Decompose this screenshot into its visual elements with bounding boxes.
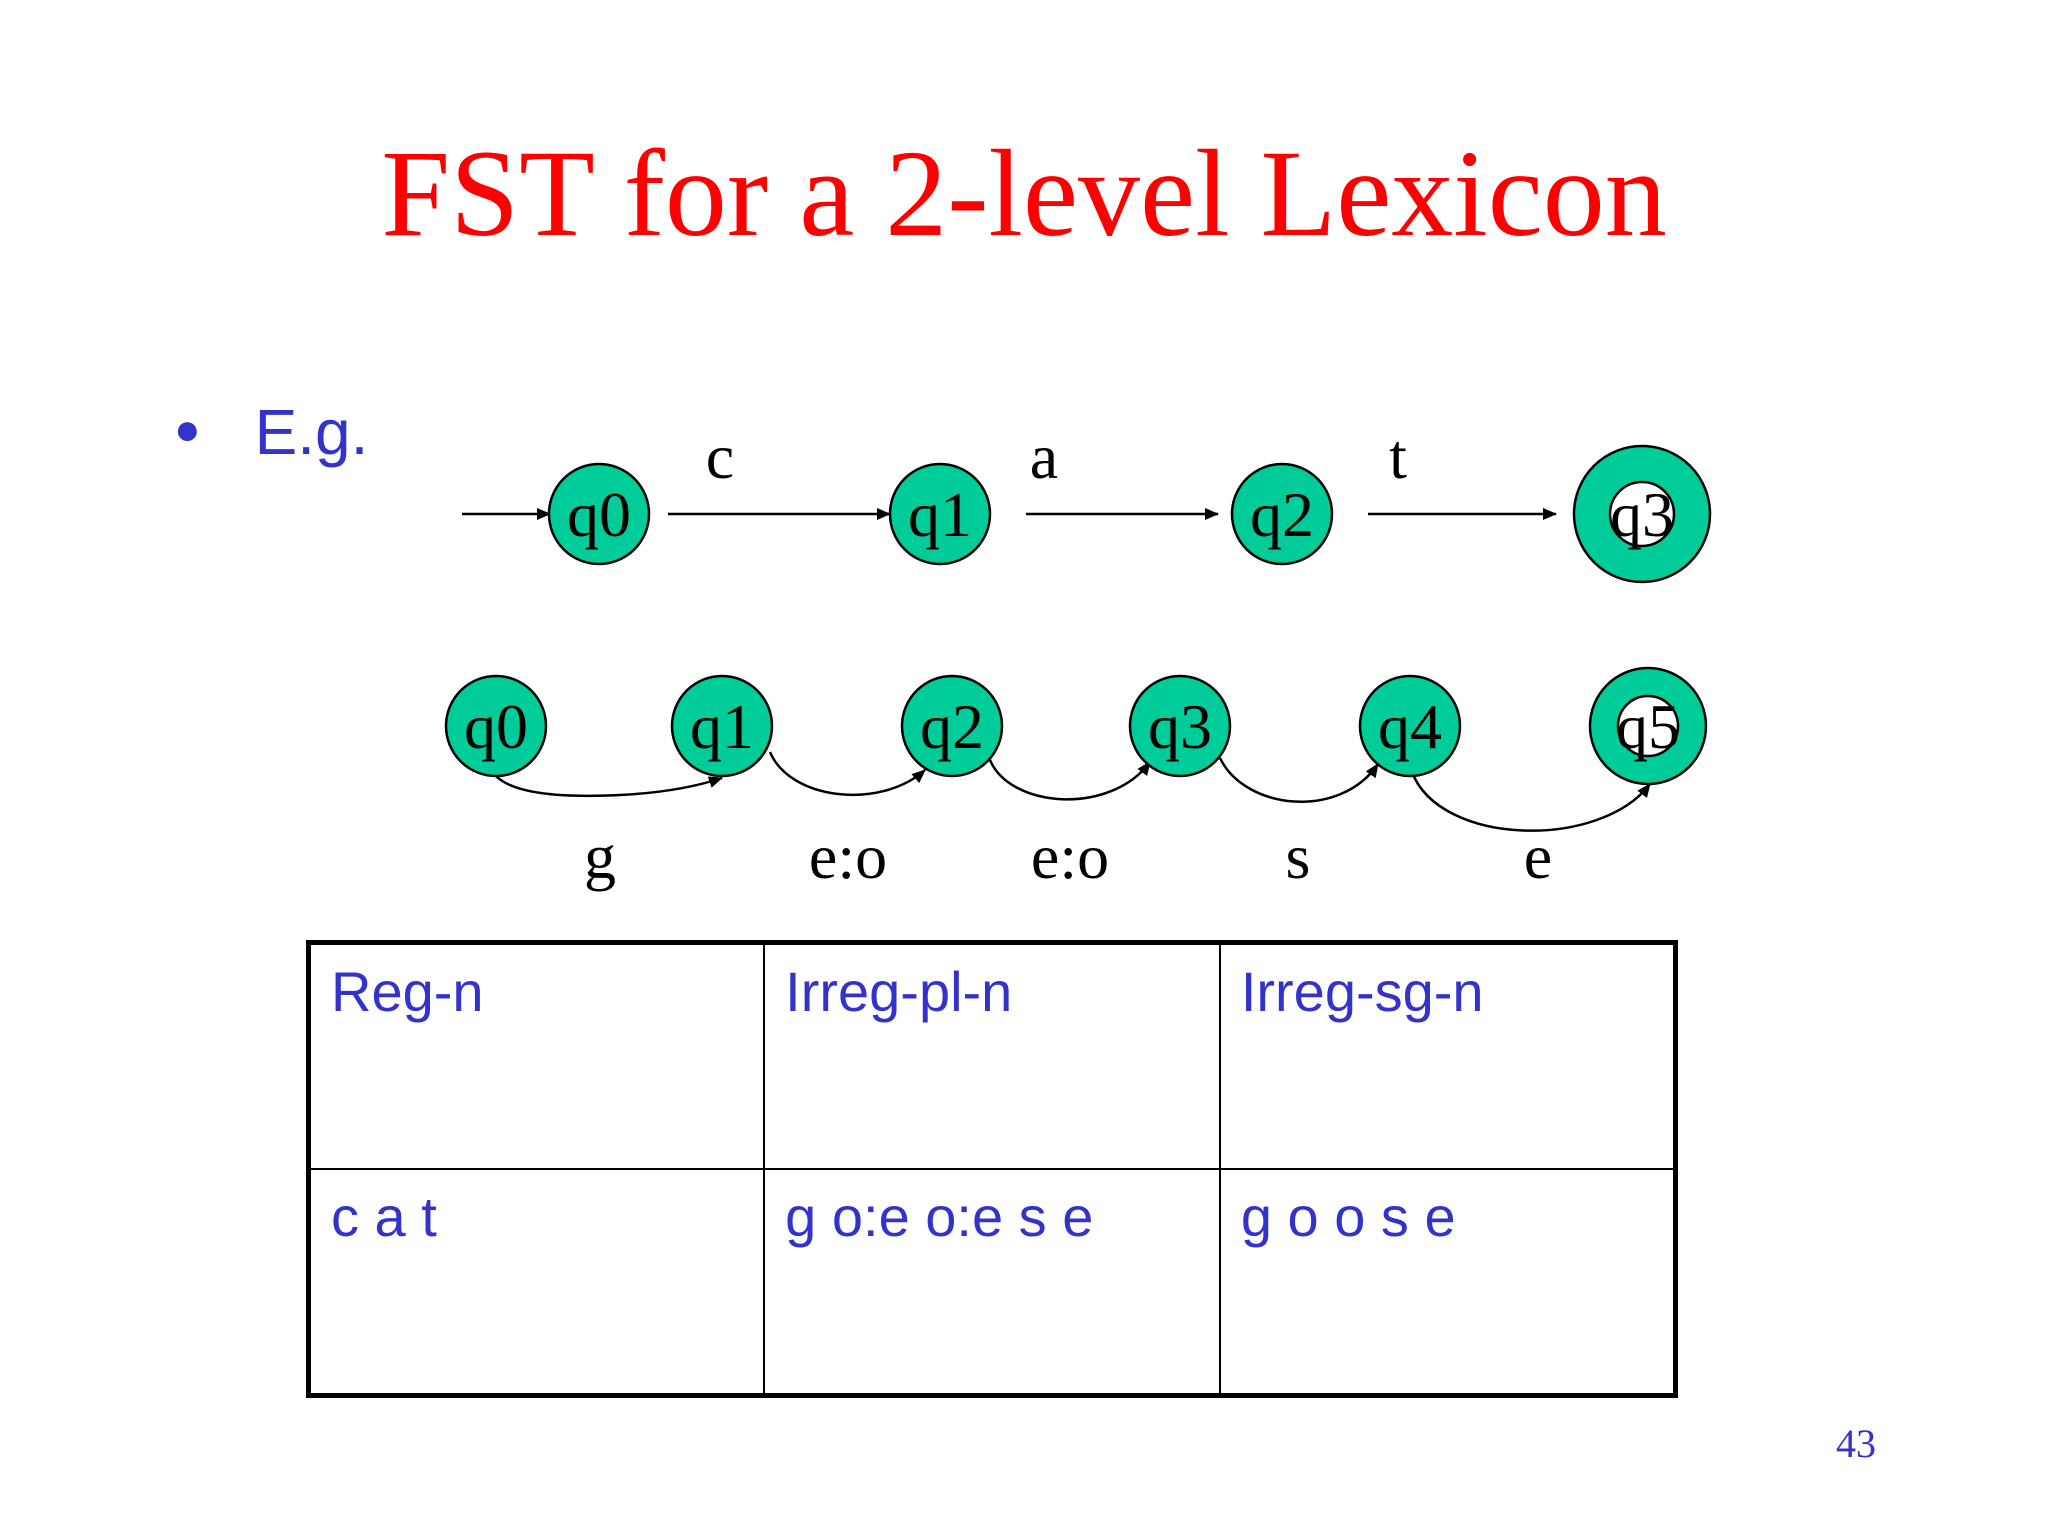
svg-text:q0: q0 [567, 479, 631, 550]
state-goose-q3: q3 [1128, 674, 1232, 778]
edge-goose-1 [768, 751, 926, 797]
state-cat-q2: q2 [1230, 462, 1334, 566]
table-header-irreg-sg-n: Irreg-sg-n [1218, 941, 1677, 1170]
page-number: 43 [1836, 1421, 1876, 1466]
state-cat-q1: q1 [888, 462, 992, 566]
svg-text:q3: q3 [1148, 691, 1212, 762]
state-goose-q2: q2 [900, 674, 1004, 778]
edge-label-goose-4: e [1524, 821, 1552, 892]
table-header-irreg-pl-n: Irreg-pl-n [763, 941, 1221, 1170]
fst-diagram: c a t q0 q1 q2 q3 [444, 421, 1712, 892]
edge-label-goose-0: g [584, 821, 616, 892]
svg-text:q1: q1 [690, 691, 754, 762]
table-header-reg-n: Reg-n [307, 941, 766, 1170]
svg-text:q4: q4 [1378, 691, 1442, 762]
state-cat-q3-final: q3 [1572, 444, 1712, 584]
bullet-text: E.g. [254, 396, 369, 468]
svg-text:q1: q1 [908, 479, 972, 550]
table-cell-cat: c a t [307, 1168, 766, 1397]
slide-title: FST for a 2-level Lexicon [381, 125, 1667, 262]
bullet-item: ●E.g. [174, 400, 368, 464]
state-goose-q5-final: q5 [1588, 666, 1708, 786]
edge-label-cat-2: t [1389, 421, 1407, 492]
svg-text:q5: q5 [1616, 691, 1680, 762]
lexicon-table: Reg-n Irreg-pl-n Irreg-sg-n c a t g o:e … [306, 940, 1678, 1398]
edge-goose-3 [1218, 757, 1380, 803]
state-goose-q0: q0 [444, 674, 548, 778]
edge-goose-0 [495, 775, 723, 798]
state-cat-q0: q0 [547, 462, 651, 566]
edge-label-cat-1: a [1030, 421, 1058, 492]
svg-text:q2: q2 [920, 691, 984, 762]
edge-goose-4 [1410, 771, 1651, 832]
svg-text:q3: q3 [1610, 479, 1674, 550]
state-goose-q1: q1 [670, 674, 774, 778]
state-goose-q4: q4 [1358, 674, 1462, 778]
edge-label-cat-0: c [706, 421, 734, 492]
edge-label-goose-1: e:o [809, 821, 887, 892]
table-row: c a t g o:e o:e s e g o o s e [307, 1168, 1677, 1397]
svg-text:q2: q2 [1250, 479, 1314, 550]
svg-text:q0: q0 [464, 691, 528, 762]
edge-label-goose-3: s [1286, 821, 1311, 892]
edge-label-goose-2: e:o [1031, 821, 1109, 892]
edge-goose-2 [988, 759, 1152, 801]
table-row: Reg-n Irreg-pl-n Irreg-sg-n [307, 941, 1677, 1170]
fst-cat: c a t q0 q1 q2 q3 [462, 421, 1712, 584]
table-cell-geese: g o:e o:e s e [763, 1168, 1221, 1397]
bullet-dot-icon: ● [174, 405, 201, 454]
fst-goose: g e:o e:o s e q0 q1 q2 q3 q4 q5 [444, 666, 1708, 892]
table-cell-goose: g o o s e [1218, 1168, 1677, 1397]
